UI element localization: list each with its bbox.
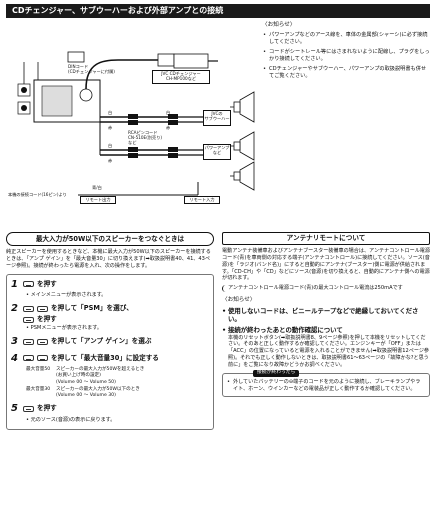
step-number: 1 — [11, 278, 18, 290]
step-4: 4 を押して「最大音量30」に設定する 最大音量50 スピーカーの最大入力が50… — [11, 352, 209, 399]
speaker-section: 最大入力が50W以下のスピーカーをつなぐときは 純正スピーカーを使用するときなど… — [6, 232, 214, 524]
step-note: 元のソース(音源)の表示に戻ります。 — [11, 417, 209, 424]
notes-title: 〈お知らせ〉 — [262, 22, 296, 28]
antenna-paragraph: 電動アンテナ装備車およびアンテナブースター装備車の場合は、アンテナコントロール電… — [222, 247, 430, 282]
remote-in-box: リモート入力 — [184, 196, 220, 204]
vol30-line2: (Volume 00 〜 Volume 30) — [56, 392, 116, 398]
up-key-icon — [23, 338, 34, 345]
down-key-icon — [37, 305, 48, 312]
step-number: 4 — [11, 352, 18, 364]
step-text: を押して「PSM」を選び、 — [51, 304, 133, 313]
cd-changer-box: JVC CDチェンジャー CH-MP100など — [152, 70, 210, 84]
step-text: を押す — [37, 404, 57, 413]
cd-changer-label: JVC CDチェンジャー — [161, 71, 201, 76]
left-key-icon — [23, 355, 34, 362]
antenna-section: アンテナリモートについて 電動アンテナ装備車およびアンテナブースター装備車の場合… — [222, 232, 430, 524]
after-connection-badge: 接続が終わったら — [253, 369, 300, 378]
power-amp-extra: など — [212, 150, 222, 156]
power-amp-box: パワーアンプ など — [203, 144, 231, 160]
blue-white-label: 青/白 — [92, 185, 102, 190]
color-white-2: 白 — [108, 143, 113, 148]
step-text: を押して「アンプ ゲイン」を選ぶ — [51, 337, 152, 346]
up-key-icon — [23, 305, 34, 312]
antenna-current-note: アンテナコントロール電源コード(青)の最大コントロール電流は250mAです — [222, 285, 430, 293]
down-key-icon — [37, 338, 48, 345]
subwoofer-label-2: サブウーハー — [204, 116, 230, 122]
menu-key-icon — [23, 405, 34, 412]
antenna-section-title: アンテナリモートについて — [222, 232, 430, 245]
subwoofer-box: JVCの サブウーハー — [203, 110, 231, 126]
rca-cord-model: CN-510E(別売り) — [128, 135, 163, 140]
check-heading: 接続が終わったあとの動作確認について — [222, 326, 430, 335]
color-red-1: 赤 — [108, 125, 113, 130]
right-key-icon — [37, 355, 48, 362]
color-white-3: 白 — [166, 110, 171, 115]
step-number: 3 — [11, 336, 18, 348]
steps-panel: 1 を押す メインメニューが表示されます。 2 を押して「PSM」を選び、 を押… — [6, 273, 214, 431]
rca-cord-extra: など — [128, 140, 137, 145]
connection-cord-label: 本機の接続コード(16ピン)より — [8, 192, 67, 197]
wiring-lines — [17, 51, 255, 196]
insulate-heading: 使用しないコードは、ビニールテープなどで絶縁しておいてください。 — [222, 307, 430, 324]
after-connection-panel: 接続が終わったら 外していたバッテリーの⊖端子のコードを元のように接続し、ブレー… — [222, 369, 430, 397]
color-red-3: 赤 — [166, 125, 171, 130]
remote-out-box: リモート出力 — [80, 196, 116, 204]
color-red-2: 赤 — [108, 158, 113, 163]
cd-changer-model: CH-MP100など — [165, 76, 197, 82]
vol50-line1: スピーカーの最大入力が50Wを超えるとき — [56, 367, 145, 373]
note-item: パワーアンプなどのアース線を、車体の金属部(シャーシ)に必ず接続してください。 — [262, 32, 430, 46]
speaker-section-title: 最大入力が50W以下のスピーカーをつなぐときは — [6, 232, 214, 246]
note-item: コードがシートレール等にはさまれないように配線し、プラグをしっかり接続してくださ… — [262, 49, 430, 63]
step-number: 2 — [11, 302, 18, 314]
note-item: CDチェンジャーやサブウーハー、パワーアンプの取扱説明書も併せてご覧ください。 — [262, 66, 430, 80]
check-text: 本機のリセットボタン(➡取扱説明書8、9ページ参照)を押して本機をリセットしてく… — [228, 334, 430, 369]
vol30-line1: スピーカーの最大入力が50W以下のとき — [56, 386, 140, 392]
din-cord-label: DINコード — [68, 64, 89, 69]
step-text: を押して「最大音量30」に設定する — [51, 353, 159, 362]
subwoofer-label: JVCの — [211, 111, 223, 116]
after-connection-item: 外していたバッテリーの⊖端子のコードを元のように接続し、ブレーキランプやライト、… — [227, 379, 425, 393]
vol50-line2: (お買い上げ時の設定) — [56, 373, 101, 379]
enter-key-icon — [23, 316, 34, 323]
step-2: 2 を押して「PSM」を選び、 を押す PSMメニューが表示されます。 — [11, 302, 209, 332]
connection-notes: 〈お知らせ〉 パワーアンプなどのアース線を、車体の金属部(シャーシ)に必ず接続し… — [262, 22, 430, 227]
vol30-label: 最大音量30 — [26, 386, 51, 392]
vol50-line3: (Volume 00 〜 Volume 50) — [56, 379, 116, 385]
menu-key-icon — [23, 281, 34, 288]
din-cord-note: (CDチェンジャーに付属) — [68, 69, 115, 74]
caution-title: 〈お知らせ〉 — [222, 297, 256, 304]
wiring-diagram: DINコード (CDチェンジャーに付属) JVC CDチェンジャー CH-MP1… — [8, 22, 258, 227]
step-text: を押す — [37, 279, 57, 288]
volume-table: 最大音量50 スピーカーの最大入力が50Wを超えるとき (お買い上げ時の設定) … — [26, 367, 209, 399]
vol50-label: 最大音量50 — [26, 367, 51, 373]
step-note: メインメニューが表示されます。 — [11, 292, 209, 299]
step-number: 5 — [11, 403, 18, 415]
power-amp-label: パワーアンプ — [204, 145, 230, 150]
page-header: CDチェンジャー、サブウーハーおよび外部アンプとの接続 — [6, 4, 430, 18]
step-note: PSMメニューが表示されます。 — [11, 325, 209, 332]
step-1: 1 を押す メインメニューが表示されます。 — [11, 278, 209, 299]
rca-cord-label: RCAピンコード — [128, 130, 158, 135]
step-text-2: を押す — [37, 315, 57, 324]
color-white-1: 白 — [108, 110, 113, 115]
speaker-intro: 純正スピーカーを使用するときなど、本機に最大入力が50W以下のスピーカーを接続す… — [6, 248, 211, 269]
step-5: 5 を押す 元のソース(音源)の表示に戻ります。 — [11, 402, 209, 423]
page-title: CDチェンジャー、サブウーハーおよび外部アンプとの接続 — [12, 6, 224, 15]
step-3: 3 を押して「アンプ ゲイン」を選ぶ — [11, 335, 209, 349]
